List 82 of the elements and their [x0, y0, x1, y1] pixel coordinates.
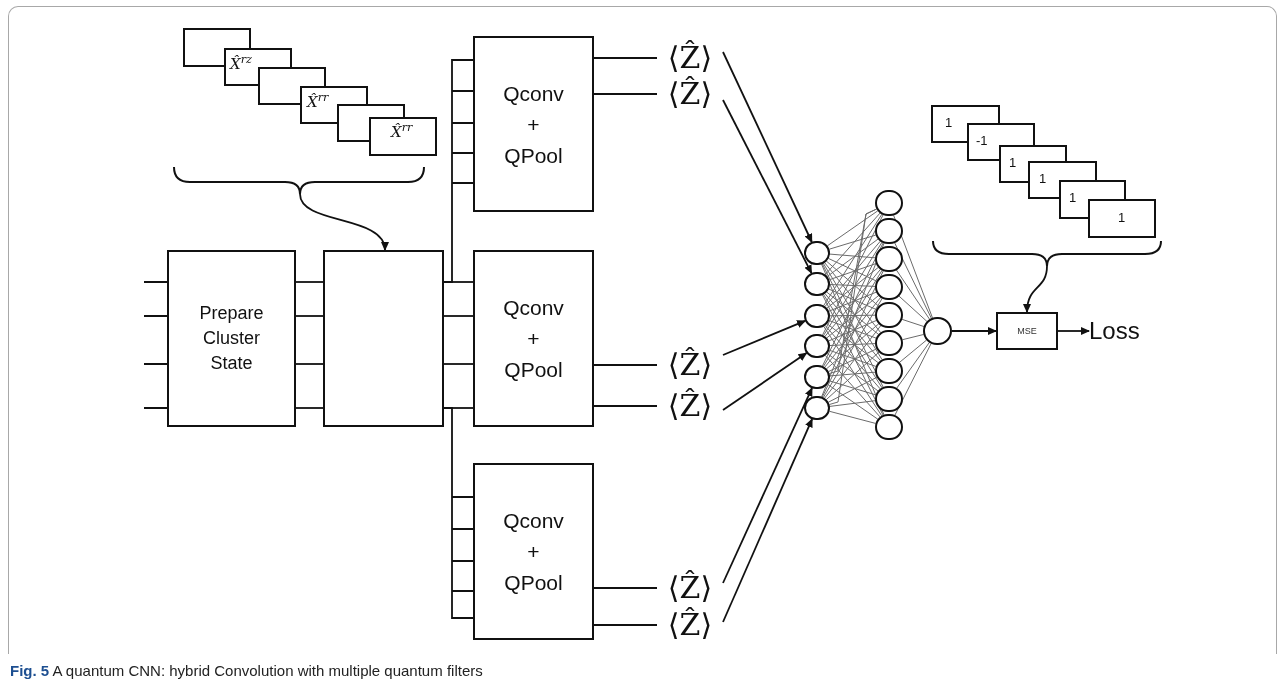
box-label: MSE: [1017, 326, 1037, 336]
data-card: [183, 28, 224, 67]
expectation-value-label: ⟨Ẑ⟩: [657, 40, 723, 76]
connector-line: [822, 214, 884, 336]
arrow: [722, 387, 813, 584]
connector-line: [829, 253, 876, 259]
connector-line: [295, 315, 324, 317]
target-value: 1: [1069, 191, 1077, 204]
connector-line: [829, 284, 876, 287]
arrow: [722, 51, 813, 243]
figure-caption: Fig. 5 A quantum CNN: hybrid Convolution with multiple quantum filters: [10, 661, 483, 681]
connector-line: [894, 242, 932, 319]
data-card: [300, 86, 337, 124]
arrow: [1023, 265, 1048, 313]
box-label: Prepare Cluster State: [198, 302, 265, 375]
connector-line: [829, 343, 876, 346]
expectation-value-label: ⟨Ẑ⟩: [657, 388, 723, 424]
expectation-value-label: ⟨Ẑ⟩: [657, 347, 723, 383]
connector-line: [593, 624, 658, 626]
target-value: 1: [945, 116, 953, 129]
connector-line: [821, 242, 885, 398]
box-label: Qconv + QPool: [502, 295, 565, 383]
label-card: [999, 145, 1028, 183]
connector-line: [829, 314, 876, 317]
expectation-value-label: ⟨Ẑ⟩: [657, 570, 723, 606]
connector-line: [443, 407, 474, 619]
connector-line: [829, 410, 876, 424]
connector-line: [829, 371, 876, 377]
process-box: [473, 463, 594, 640]
arrow: [722, 418, 813, 623]
expectation-value-label: ⟨Ẑ⟩: [657, 76, 723, 112]
connector-line: [826, 260, 880, 307]
label-card: [931, 105, 967, 143]
output-label: Loss: [1089, 314, 1155, 348]
connector-line: [295, 281, 324, 283]
math-symbol: X̂$^{rz}$: [230, 57, 252, 72]
box-label: Qconv + QPool: [502, 80, 565, 169]
connector-line: [593, 405, 658, 407]
connector-line: [894, 343, 932, 416]
label-card: [1088, 199, 1156, 238]
arrow: [1057, 327, 1090, 335]
data-card: [258, 67, 300, 105]
connector-line: [593, 93, 658, 95]
connector-line: [593, 364, 658, 366]
loss-function-box: [996, 312, 1058, 350]
connector-line: [829, 400, 876, 407]
connector-line: [593, 57, 658, 59]
target-value: 1: [1039, 172, 1047, 185]
connector-line: [443, 363, 474, 365]
connector-line: [443, 59, 474, 283]
connector-line: [822, 294, 884, 416]
math-symbol: X̂$^{rr}$: [391, 125, 413, 140]
label-card: [967, 123, 999, 161]
data-card: [224, 48, 258, 86]
curly-brace: [173, 166, 425, 194]
label-card: [1028, 161, 1059, 199]
connector-line: [295, 363, 324, 365]
curly-brace: [932, 240, 1162, 266]
process-box: [473, 250, 594, 427]
target-value: 1: [1009, 156, 1017, 169]
connector-line: [821, 263, 885, 416]
math-symbol: X̂$^{rr}$: [307, 95, 329, 110]
process-box: [167, 250, 296, 427]
box-label: Qconv + QPool: [502, 508, 565, 596]
connector-line: [295, 407, 324, 409]
connector-line: [443, 315, 474, 317]
arrow: [951, 327, 997, 335]
arrow: [722, 320, 806, 356]
expectation-value-label: ⟨Ẑ⟩: [657, 607, 723, 643]
connector-line: [902, 334, 924, 341]
arrow: [722, 99, 813, 274]
target-value: 1: [1118, 211, 1126, 224]
connector-line: [898, 295, 928, 322]
arrow: [299, 193, 388, 251]
connector-line: [826, 266, 879, 309]
connector-line: [821, 242, 884, 367]
process-box: [323, 250, 444, 427]
connector-line: [899, 339, 927, 363]
data-card: [369, 117, 437, 156]
connector-line: [593, 587, 658, 589]
process-box: [473, 36, 594, 212]
target-value: -1: [976, 134, 988, 147]
